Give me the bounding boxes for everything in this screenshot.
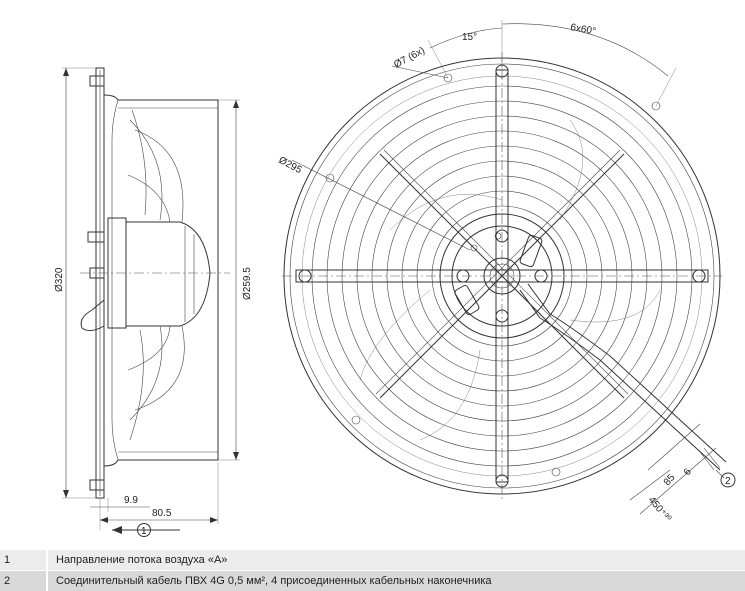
dim-depth: 80.5 [152, 508, 172, 519]
front-view: Ø295 Ø7 (6x) 15° 6x60° 85 6 450⁺³⁰ 2 [277, 20, 736, 525]
cable-gland [80, 299, 105, 332]
legend-number: 1 [0, 550, 48, 570]
legend-number: 2 [0, 571, 48, 591]
mounting-holes [298, 64, 706, 488]
dim-hole: Ø7 (6x) [392, 45, 427, 70]
fan-technical-drawing: Ø320 Ø259.5 9.9 80.5 1 [54, 20, 736, 537]
dim-angle: 15° [462, 32, 477, 43]
dim-cable-length: 450⁺³⁰ [646, 495, 673, 525]
connection-cable [519, 283, 727, 471]
legend-text: Соединительный кабель ПВХ 4G 0,5 мм², 4 … [56, 575, 492, 587]
callout-cable: 2 [725, 476, 731, 487]
legend-row: 1 Направление потока воздуха «А» [0, 549, 745, 570]
callout-airflow: 1 [141, 526, 147, 537]
dim-inner-diameter: Ø259.5 [242, 267, 253, 300]
dim-wire-strip: 6 [682, 466, 694, 478]
dim-hole-pattern: 6x60° [569, 22, 596, 37]
flange-bolts [87, 75, 105, 491]
dim-bolt-circle: Ø295 [277, 155, 304, 176]
legend-text: Направление потока воздуха «А» [56, 554, 228, 566]
dim-side-height: Ø320 [54, 267, 65, 292]
legend-row: 2 Соединительный кабель ПВХ 4G 0,5 мм², … [0, 570, 745, 591]
side-view: Ø320 Ø259.5 9.9 80.5 1 [54, 67, 253, 537]
legend-table: 1 Направление потока воздуха «А» 2 Соеди… [0, 549, 745, 591]
dim-offset: 9.9 [124, 495, 138, 506]
